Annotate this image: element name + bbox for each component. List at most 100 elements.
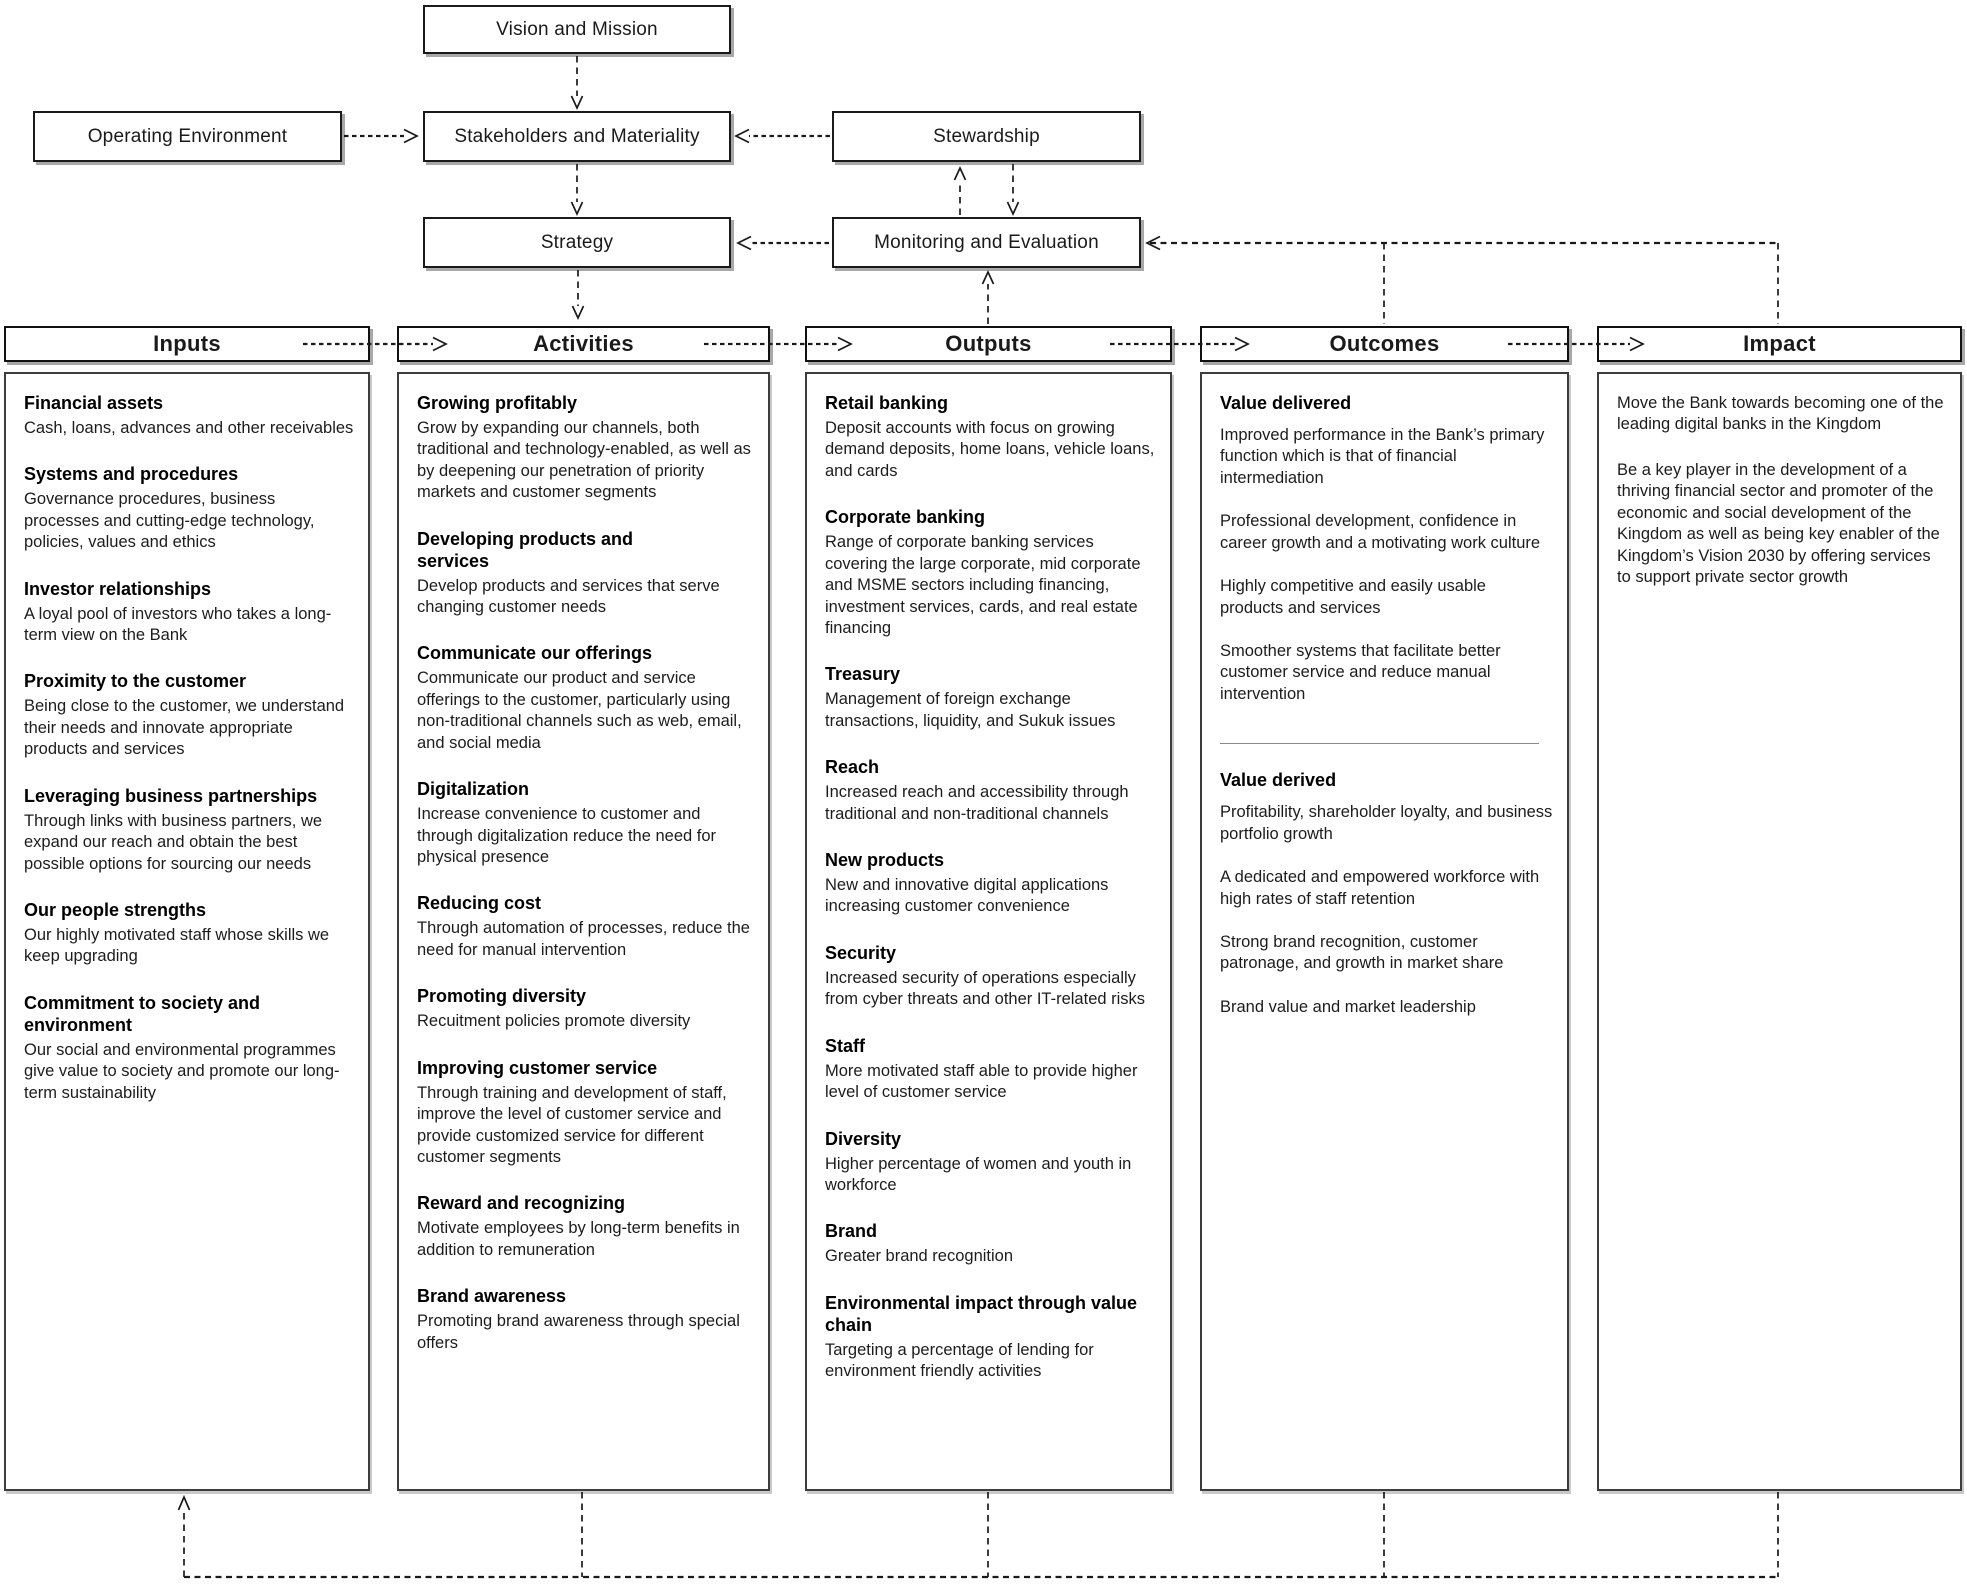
item-body: Increased reach and accessibility throug… (825, 783, 1129, 823)
arrow-operating-to-stakeholders (344, 128, 419, 144)
activities-item: Reward and recognizing Motivate employee… (417, 1193, 754, 1261)
arrow-monitoring-to-stewardship (953, 165, 967, 215)
outcomes-value-derived-section: Value derived Profitability, shareholder… (1220, 770, 1553, 1018)
item-body: Through training and development of staf… (417, 1083, 727, 1166)
panel-inputs: Financial assets Cash, loans, advances a… (4, 372, 370, 1491)
box-monitoring-and-evaluation: Monitoring and Evaluation (832, 217, 1141, 268)
item-heading: Digitalization (417, 779, 529, 800)
item-heading: Reach (825, 757, 880, 778)
box-strategy: Strategy (423, 217, 731, 268)
box-stakeholders-and-materiality: Stakeholders and Materiality (423, 111, 731, 162)
arrow-strategy-to-activities (571, 270, 585, 321)
item-heading: Commitment to society and environment (24, 992, 261, 1035)
panel-outputs: Retail banking Deposit accounts with foc… (805, 372, 1172, 1491)
inputs-item: Financial assets Cash, loans, advances a… (24, 393, 354, 439)
section-paragraph: Improved performance in the Bank’s prima… (1220, 425, 1545, 487)
item-body: Greater brand recognition (825, 1247, 1014, 1266)
outputs-item: Diversity Higher percentage of women and… (825, 1129, 1156, 1197)
item-body: Promoting brand awareness through specia… (417, 1312, 740, 1352)
item-body: A loyal pool of investors who takes a lo… (24, 604, 332, 645)
section-paragraph: Professional development, confidence in … (1220, 512, 1541, 552)
arrow-outputs-to-monitoring (981, 269, 995, 324)
box-vision-and-mission-label: Vision and Mission (496, 18, 658, 40)
item-body: More motivated staff able to provide hig… (825, 1061, 1138, 1102)
activities-item: Growing profitably Grow by expanding our… (417, 393, 754, 504)
item-heading: Improving customer service (417, 1057, 658, 1078)
activities-item: Developing products and services Develop… (417, 529, 754, 619)
item-heading: Investor relationships (24, 578, 212, 599)
header-outputs: Outputs (805, 326, 1172, 362)
header-inputs-label: Inputs (153, 331, 221, 356)
box-stewardship: Stewardship (832, 111, 1141, 162)
impact-paragraph: Move the Bank towards becoming one of th… (1617, 394, 1944, 434)
panel-activities: Growing profitably Grow by expanding our… (397, 372, 770, 1491)
item-body: Develop products and services that serve… (417, 576, 720, 617)
item-heading: Treasury (825, 664, 901, 685)
impact-paragraph: Be a key player in the development of a … (1617, 460, 1940, 587)
arrow-stakeholders-to-strategy (570, 164, 584, 217)
item-heading: Reducing cost (417, 893, 542, 914)
box-stakeholders-and-materiality-label: Stakeholders and Materiality (454, 125, 700, 147)
activities-item: Promoting diversity Recuitment policies … (417, 986, 754, 1032)
activities-item: Improving customer service Through train… (417, 1058, 754, 1169)
outputs-item: New products New and innovative digital … (825, 850, 1156, 918)
item-heading: Growing profitably (417, 393, 577, 413)
item-body: Deposit accounts with focus on growing d… (825, 418, 1155, 480)
activities-item: Digitalization Increase convenience to c… (417, 779, 754, 868)
arrow-stewardship-to-stakeholders (734, 128, 830, 144)
item-body: Grow by expanding our channels, both tra… (417, 418, 751, 502)
outputs-item: Retail banking Deposit accounts with foc… (825, 393, 1156, 482)
item-body: Increased security of operations especia… (825, 968, 1146, 1009)
header-impact: Impact (1597, 326, 1962, 362)
outputs-item: Reach Increased reach and accessibility … (825, 757, 1156, 825)
item-body: Management of foreign exchange transacti… (825, 690, 1116, 730)
header-outputs-label: Outputs (945, 331, 1032, 356)
item-body: Higher percentage of women and youth in … (825, 1154, 1132, 1194)
item-body: Through links with business partners, we… (24, 811, 323, 873)
item-body: Our social and environmental programmes … (24, 1040, 340, 1102)
item-heading: Developing products and services (417, 528, 634, 571)
activities-item: Brand awareness Promoting brand awarenes… (417, 1286, 754, 1354)
header-outcomes: Outcomes (1200, 326, 1569, 362)
outputs-item: Environmental impact through value chain… (825, 1293, 1156, 1383)
item-heading: Environmental impact through value chain (825, 1292, 1138, 1335)
item-heading: Security (825, 942, 897, 963)
item-body: Range of corporate banking services cove… (825, 533, 1141, 637)
arrow-vision-to-stakeholders (570, 56, 584, 111)
item-body: New and innovative digital applications … (825, 876, 1109, 916)
item-heading: Proximity to the customer (24, 671, 247, 692)
outputs-item: Security Increased security of operation… (825, 943, 1156, 1011)
item-heading: Corporate banking (825, 507, 986, 528)
box-operating-environment: Operating Environment (33, 111, 342, 162)
item-body: Communicate our product and service offe… (417, 669, 742, 752)
item-body: Increase convenience to customer and thr… (417, 805, 717, 867)
section-paragraph: Brand value and market leadership (1220, 997, 1476, 1016)
item-heading: New products (825, 850, 945, 871)
item-heading: Financial assets (24, 393, 164, 413)
section-heading: Value derived (1220, 770, 1337, 791)
item-heading: Staff (825, 1035, 865, 1056)
section-paragraph: Profitability, shareholder loyalty, and … (1220, 803, 1553, 843)
activities-item: Reducing cost Through automation of proc… (417, 893, 754, 961)
item-heading: Brand (825, 1221, 878, 1242)
item-body: Recuitment policies promote diversity (417, 1012, 691, 1031)
item-body: Through automation of processes, reduce … (417, 919, 750, 959)
header-activities: Activities (397, 326, 770, 362)
header-outcomes-label: Outcomes (1329, 331, 1440, 356)
panel-outcomes: Value delivered Improved performance in … (1200, 372, 1569, 1491)
box-operating-environment-label: Operating Environment (87, 125, 288, 147)
item-body: Our highly motivated staff whose skills … (24, 925, 330, 966)
outputs-item: Staff More motivated staff able to provi… (825, 1036, 1156, 1104)
item-heading: Diversity (825, 1128, 902, 1149)
outputs-item: Corporate banking Range of corporate ban… (825, 507, 1156, 639)
header-inputs: Inputs (4, 326, 370, 362)
activities-item: Communicate our offerings Communicate ou… (417, 643, 754, 754)
arrow-stewardship-to-monitoring (1006, 164, 1020, 217)
inputs-item: Investor relationships A loyal pool of i… (24, 579, 354, 647)
header-activities-label: Activities (533, 331, 634, 356)
inputs-item: Systems and procedures Governance proced… (24, 464, 354, 553)
header-impact-label: Impact (1743, 331, 1816, 356)
item-heading: Reward and recognizing (417, 1193, 626, 1214)
feedback-outcomes-impact-to-monitoring (1145, 235, 1779, 324)
